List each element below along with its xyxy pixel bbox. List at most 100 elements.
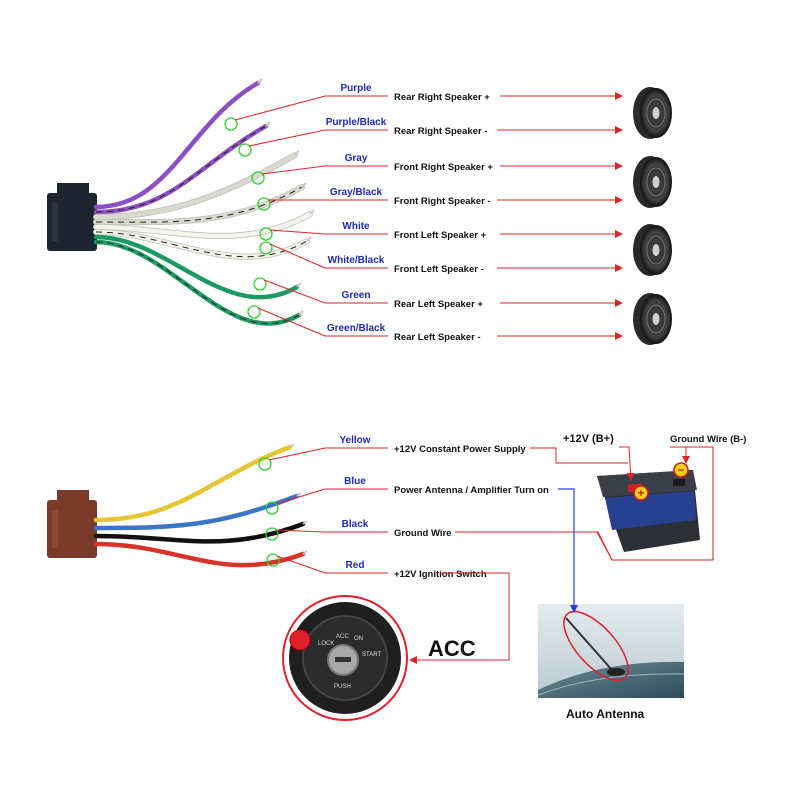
highlight-circle: [258, 457, 272, 471]
speaker-function-label: Rear Left Speaker -: [394, 332, 481, 343]
car-battery-icon: + −: [597, 462, 700, 552]
leader-line: [263, 279, 388, 304]
wire-color-label: White/Black: [328, 255, 385, 266]
highlight-circle: [259, 241, 273, 255]
power-function-label: +12V Constant Power Supply: [394, 444, 526, 455]
speaker-function-label: Front Right Speaker +: [394, 162, 493, 173]
wire-tip: [306, 236, 312, 242]
speaker-icon: [633, 293, 672, 345]
highlight-circle: [265, 527, 279, 541]
wire-tip: [302, 520, 308, 525]
leader-line: [268, 447, 388, 461]
power-function-label: Power Antenna / Amplifier Turn on: [394, 485, 549, 496]
leader-line: [257, 307, 388, 337]
ignition-link-line: [409, 572, 510, 664]
speaker-wire-bundle: [93, 78, 315, 326]
wire-tip: [296, 282, 302, 288]
svg-text:+: +: [637, 486, 644, 500]
wire-tip: [309, 209, 315, 215]
wire-tip: [265, 121, 271, 127]
power-wire: [93, 541, 306, 568]
speaker-wire: [93, 211, 313, 239]
speaker-icon: [633, 87, 672, 139]
wire-color-label: White: [342, 221, 370, 232]
constant-power-line: [530, 447, 628, 464]
key-label-start: START: [362, 652, 381, 658]
antenna-link-line: [558, 488, 578, 613]
highlight-circle: [266, 553, 280, 567]
leader-line: [275, 529, 388, 533]
wire-color-label: Gray: [345, 153, 368, 164]
wire-color-label: Purple: [340, 83, 372, 94]
wire-color-label: Blue: [344, 476, 366, 487]
highlight-circle: [259, 227, 273, 241]
wire-color-label: Green/Black: [327, 323, 386, 334]
speaker-wire: [93, 80, 261, 210]
battery-negative-label: Ground Wire (B-): [670, 434, 746, 445]
wire-stripe: [95, 231, 308, 258]
highlight-circle: [238, 143, 252, 157]
speaker-icons: [633, 87, 672, 345]
highlight-circle: [265, 501, 279, 515]
wire-color-label: Black: [342, 519, 369, 530]
highlight-circle: [253, 277, 267, 291]
leader-line: [275, 488, 388, 505]
power-wire: [93, 521, 306, 544]
leader-line: [269, 243, 388, 269]
key-label-push: PUSH: [334, 684, 351, 690]
battery-ground-line: [596, 446, 714, 561]
wire-tip: [298, 310, 304, 316]
wire-stripe: [95, 241, 300, 324]
wire-tip: [296, 492, 302, 497]
key-label-acc: ACC: [336, 634, 349, 640]
wire-tip: [289, 443, 295, 448]
wire-stripe: [95, 186, 303, 223]
key-label-on: ON: [354, 636, 363, 642]
svg-text:−: −: [677, 463, 684, 477]
highlight-circle: [224, 117, 238, 131]
wire-color-label: Yellow: [339, 435, 370, 446]
power-wire-rows: Yellow +12V Constant Power SupplyBluePowe…: [258, 435, 628, 580]
wire-color-label: Purple/Black: [326, 117, 387, 128]
power-function-label: Ground Wire: [394, 528, 451, 539]
speaker-function-label: Rear Left Speaker +: [394, 299, 483, 310]
leader-line: [248, 129, 388, 147]
antenna-caption: Auto Antenna: [566, 707, 645, 721]
speaker-wire: [93, 123, 269, 215]
speaker-wire: [93, 152, 298, 220]
battery-positive-line: [619, 446, 635, 481]
speaker-function-label: Front Left Speaker +: [394, 230, 487, 241]
power-harness-connector: [47, 490, 97, 558]
speaker-function-label: Front Right Speaker -: [394, 196, 491, 207]
car-antenna-photo: [537, 604, 685, 698]
wire-color-label: Red: [346, 560, 365, 571]
speaker-icon: [633, 224, 672, 276]
leader-line: [269, 229, 388, 235]
key-label-lock: LOCK: [318, 641, 334, 647]
leader-line: [276, 555, 388, 574]
power-wire-row: Yellow +12V Constant Power Supply: [258, 435, 526, 471]
wire-tip: [302, 550, 308, 555]
highlight-circle: [247, 305, 261, 319]
wire-color-label: Gray/Black: [330, 187, 383, 198]
power-wire-bundle: [93, 443, 308, 568]
power-wire-row: Red+12V Ignition Switch: [266, 553, 487, 580]
leader-line: [261, 165, 388, 175]
highlight-circle: [251, 171, 265, 185]
wire-tip: [257, 78, 263, 84]
battery-positive-label: +12V (B+): [563, 433, 614, 445]
speaker-function-label: Rear Right Speaker +: [394, 92, 490, 103]
speaker-harness-connector: [47, 183, 97, 251]
